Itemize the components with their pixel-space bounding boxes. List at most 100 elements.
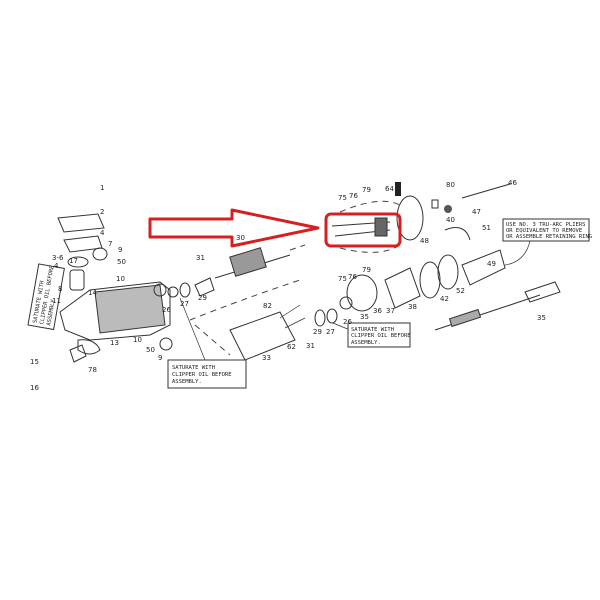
part-label: 52 (456, 287, 465, 295)
part-label: 27 (180, 300, 189, 308)
washer-40 (444, 205, 452, 213)
part-label: 51 (482, 224, 491, 232)
gasket-42 (419, 261, 441, 299)
cover-plate (57, 213, 105, 233)
part-label: 15 (30, 358, 39, 366)
power-cord (434, 281, 561, 331)
part-label: 79 (362, 266, 371, 274)
bracket-29b (314, 309, 326, 327)
right-center-note: SATURATE WITH CLIPPER OIL BEFORE ASSEMBL… (332, 322, 411, 348)
part-label: 26 (162, 306, 171, 314)
svg-text:ASSEMBLY.: ASSEMBLY. (172, 379, 202, 385)
part-label: 8 (58, 285, 62, 293)
part-label: 29 (198, 294, 207, 302)
part-label: 9 (118, 246, 122, 254)
part-label: 1 (100, 184, 104, 192)
right-top-note: USE NO. 3 TRU-ARC PLIERS OR EQUIVALENT T… (502, 218, 592, 266)
part-label: 16 (30, 384, 39, 392)
switch-46 (396, 195, 424, 241)
bearing-27 (179, 282, 191, 298)
housing-grip (94, 284, 166, 334)
part-label: 75 (338, 275, 347, 283)
part-label: 82 (263, 302, 272, 310)
housing (59, 281, 171, 341)
cap (67, 256, 89, 268)
screw-46 (461, 183, 511, 199)
part-label: 13 (110, 339, 119, 347)
part-label: 79 (362, 186, 371, 194)
part-80 (431, 199, 439, 209)
part-labels: 1 2 4 7 9 50 3-6 4 17 10 8 14 11 13 15 1… (30, 179, 546, 392)
part-label: 26 (343, 318, 352, 326)
svg-text:CLIPPER OIL BEFORE: CLIPPER OIL BEFORE (351, 333, 411, 339)
svg-text:CLIPPER OIL BEFORE: CLIPPER OIL BEFORE (172, 372, 232, 378)
washer-26b (339, 296, 353, 310)
spring-51 (444, 227, 471, 241)
part-label: 17 (69, 257, 78, 265)
part-label: 48 (420, 237, 429, 245)
ring-52 (437, 254, 459, 290)
part-label: 78 (88, 366, 97, 374)
end-cap-38 (384, 267, 421, 309)
gasket-35 (346, 274, 378, 312)
washer-26 (167, 286, 179, 298)
svg-text:OR EQUIVALENT TO REMOVE: OR EQUIVALENT TO REMOVE (506, 228, 582, 234)
part-label: 40 (446, 216, 455, 224)
part-label: 27 (326, 328, 335, 336)
bearing-27b (326, 308, 338, 324)
bushing (92, 247, 108, 261)
cap-9 (159, 337, 173, 351)
part-label: 49 (487, 260, 496, 268)
latch-plate (63, 235, 103, 253)
part-label: 38 (408, 303, 417, 311)
part-label: 31 (196, 254, 205, 262)
armature (214, 247, 291, 279)
bracket-29 (194, 277, 215, 297)
part-label: 80 (446, 181, 455, 189)
highlight-box (324, 212, 402, 248)
gasket (77, 339, 101, 355)
part-label: 47 (472, 208, 481, 216)
part-label: 76 (349, 192, 358, 200)
part-label: 31 (306, 342, 315, 350)
assembly-path (189, 244, 306, 356)
part-label: 10 (133, 336, 142, 344)
part-label: 10 (116, 275, 125, 283)
svg-text:SATURATE WITH: SATURATE WITH (351, 327, 394, 333)
field-assembly (229, 304, 306, 361)
part-label: 46 (508, 179, 517, 187)
part-label: 62 (287, 343, 296, 351)
part-label: 35 (360, 313, 369, 321)
svg-text:ASSEMBLY: ASSEMBLY (46, 298, 57, 326)
part-label: 42 (440, 295, 449, 303)
spring-housing (69, 269, 85, 291)
center-note: SATURATE WITH CLIPPER OIL BEFORE ASSEMBL… (167, 297, 247, 389)
part-label: 9 (158, 354, 162, 362)
part-label: 75 (338, 194, 347, 202)
part-label: 50 (117, 258, 126, 266)
part-label: 7 (108, 240, 112, 248)
part-label: 64 (385, 185, 394, 193)
svg-text:ASSEMBLY.: ASSEMBLY. (351, 340, 381, 346)
switch-lever (395, 182, 401, 196)
part-label: 14 (88, 289, 97, 297)
part-label: 50 (146, 346, 155, 354)
part-label: 33 (262, 354, 271, 362)
brush-switch-assembly (331, 217, 391, 237)
red-arrow-icon (148, 208, 320, 248)
brush-holder-49 (461, 249, 506, 286)
svg-text:SATURATE WITH: SATURATE WITH (172, 365, 215, 371)
part-label: 3-6 (52, 254, 64, 262)
part-label: 11 (52, 297, 61, 305)
part-label: 36 (373, 307, 382, 315)
part-label: 30 (236, 234, 245, 242)
part-label: 76 (348, 273, 357, 281)
svg-text:OR ASSEMBLE RETAINING RING: OR ASSEMBLE RETAINING RING (506, 234, 592, 240)
part-label: 35 (537, 314, 546, 322)
left-vertical-note: SATURATE WITH CLIPPER OIL BEFORE ASSEMBL… (27, 263, 65, 331)
part-label: 37 (386, 307, 395, 315)
svg-text:USE NO. 3 TRU-ARC PLIERS: USE NO. 3 TRU-ARC PLIERS (506, 222, 585, 228)
part-label: 4 (100, 229, 105, 237)
